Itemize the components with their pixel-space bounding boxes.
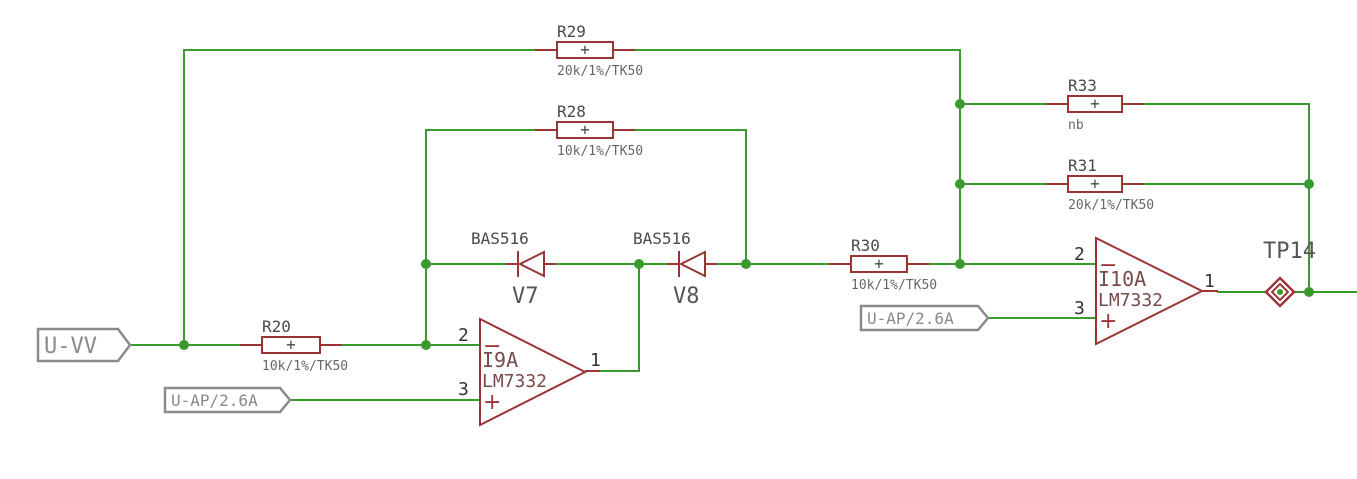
- resistor-mark: +: [286, 335, 296, 354]
- i10a-minus-sign: −: [1099, 253, 1117, 278]
- resistor-mark: +: [580, 120, 590, 139]
- r33-name: R33: [1068, 76, 1097, 95]
- resistor-mark: +: [580, 40, 590, 59]
- port-input[interactable]: U-VV: [36, 327, 132, 363]
- i10a-pin-output: 1: [1204, 271, 1215, 292]
- port-ref2-label: U-AP/2.6A: [867, 309, 954, 328]
- r29-name: R29: [557, 22, 586, 41]
- resistor-r29[interactable]: + R29 20k/1%/TK50: [535, 22, 643, 79]
- opamp-i9a[interactable]: 2 3 1 − + I9A LM7332: [458, 317, 601, 427]
- i9a-pin-inverting: 2: [458, 325, 469, 346]
- i9a-minus-sign: −: [483, 334, 501, 359]
- r30-name: R30: [851, 236, 880, 255]
- diode-v7[interactable]: BAS516 V7: [471, 229, 556, 309]
- r28-value: 10k/1%/TK50: [557, 144, 643, 159]
- resistor-mark: +: [1090, 94, 1100, 113]
- v7-type: BAS516: [471, 229, 529, 248]
- r20-value: 10k/1%/TK50: [262, 359, 348, 374]
- i10a-name: I10A: [1098, 267, 1146, 291]
- v7-name: V7: [512, 284, 539, 309]
- i10a-pin-noninverting: 3: [1074, 298, 1085, 319]
- r31-name: R31: [1068, 156, 1097, 175]
- i9a-type: LM7332: [482, 371, 547, 392]
- i9a-pin-noninverting: 3: [458, 379, 469, 400]
- resistor-mark: +: [1090, 174, 1100, 193]
- resistor-r30[interactable]: + R30 10k/1%/TK50: [829, 236, 937, 293]
- i9a-name: I9A: [482, 348, 518, 372]
- opamp-i10a[interactable]: 2 3 1 − + I10A LM7332: [1074, 236, 1218, 346]
- port-ref2[interactable]: U-AP/2.6A: [859, 304, 990, 332]
- junctions: [179, 99, 1314, 350]
- v8-name: V8: [673, 284, 700, 309]
- i10a-type: LM7332: [1098, 290, 1163, 311]
- r33-value: nb: [1068, 118, 1084, 133]
- resistor-mark: +: [874, 254, 884, 273]
- v8-type: BAS516: [633, 229, 691, 248]
- resistor-r20[interactable]: + R20 10k/1%/TK50: [240, 317, 348, 374]
- i9a-plus-sign: +: [483, 390, 501, 415]
- port-ref1[interactable]: U-AP/2.6A: [163, 386, 292, 414]
- port-input-label: U-VV: [44, 334, 97, 359]
- resistor-r31[interactable]: + R31 20k/1%/TK50: [1046, 156, 1154, 213]
- diode-v8[interactable]: BAS516 V8: [633, 229, 717, 309]
- testpoint-tp14[interactable]: TP14: [1263, 239, 1316, 308]
- i9a-pin-output: 1: [590, 350, 601, 371]
- r30-value: 10k/1%/TK50: [851, 278, 937, 293]
- r31-value: 20k/1%/TK50: [1068, 198, 1154, 213]
- resistor-r28[interactable]: + R28 10k/1%/TK50: [535, 102, 643, 159]
- r20-name: R20: [262, 317, 291, 336]
- r28-name: R28: [557, 102, 586, 121]
- port-ref1-label: U-AP/2.6A: [171, 391, 258, 410]
- i10a-plus-sign: +: [1099, 309, 1117, 334]
- i10a-pin-inverting: 2: [1074, 244, 1085, 265]
- resistor-r33[interactable]: + R33 nb: [1046, 76, 1144, 133]
- r29-value: 20k/1%/TK50: [557, 64, 643, 79]
- tp14-dot: [1277, 289, 1283, 295]
- tp14-name: TP14: [1263, 239, 1316, 264]
